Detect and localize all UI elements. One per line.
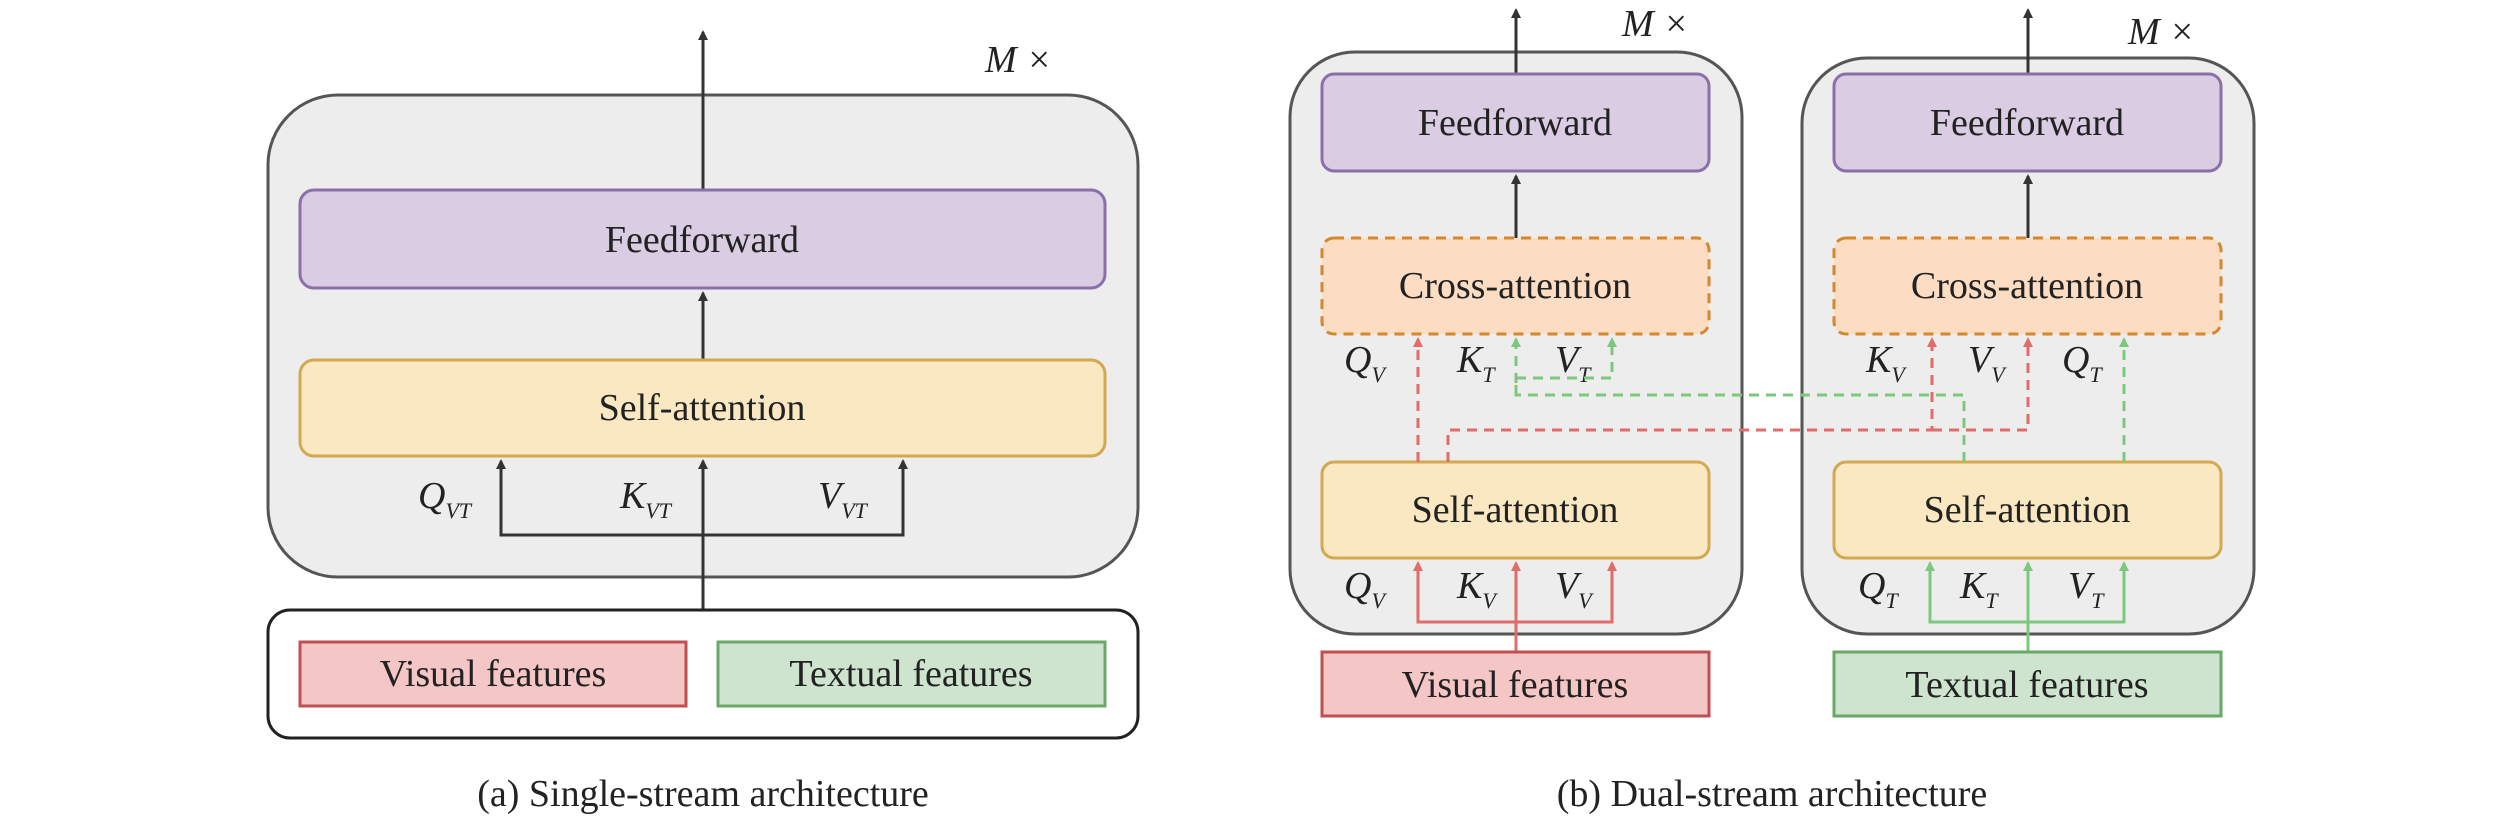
dual-right-cross-v-label: VV [1968,339,2007,387]
dual-visual-features-label: Visual features [1402,664,1629,706]
dual-right-self-q-label: QT [1858,565,1899,613]
dual-text-to-left-v-link [1514,337,1617,395]
single-feedforward-label: Feedforward [605,219,799,261]
dual-left-feedforward-box [1320,72,1711,173]
dual-right-repeat-label: M × [2127,11,2195,53]
dual-left-self-attention-box [1320,460,1711,560]
dual-left-self-attention-label: Self-attention [1412,489,1619,531]
dual-left-cross-q-label: QV [1344,339,1387,387]
dual-left-self-k-label: KV [1456,565,1498,613]
dual-right-cross-attention-label: Cross-attention [1911,265,2143,307]
single-feedforward-box [298,188,1107,290]
dual-left-repeat-label: M × [1621,3,1689,45]
single-stream-panel: M × Feedforward Self-attention QVT KVT V… [266,30,1140,815]
single-visual-features-label: Visual features [380,653,607,695]
dual-right-feedforward-label: Feedforward [1930,102,2124,144]
dual-left-cross-attention-box [1320,236,1711,336]
single-textual-features-box [716,640,1107,708]
dual-visual-to-right-k-link [1446,337,1937,462]
dual-left-self-v-label: VV [1555,565,1594,613]
dual-left-self-q-label: QV [1344,565,1387,613]
dual-right-cross-q-label: QT [2062,339,2103,387]
dual-visual-features-box [1320,650,1711,718]
dual-textual-features-label: Textual features [1905,664,2148,706]
single-self-attention-box [298,358,1107,458]
dual-right-self-attention-label: Self-attention [1924,489,2131,531]
single-k-label: KVT [619,475,673,523]
dual-caption: (b) Dual-stream architecture [1557,773,1987,815]
dual-right-feedforward-box [1832,72,2223,173]
dual-stream-panel: M × Feedforward Cross-attention QV KT VT… [1288,3,2256,815]
single-visual-features-box [298,640,688,708]
dual-left-feedforward-label: Feedforward [1418,102,1612,144]
dual-textual-features-box [1832,650,2223,718]
dual-right-self-attention-box [1832,460,2223,560]
dual-visual-to-right-v-link [1932,337,2033,432]
dual-left-cross-v-label: VT [1555,339,1592,387]
dual-text-to-left-k-link [1511,337,1966,462]
dual-left-cross-attention-label: Cross-attention [1399,265,1631,307]
single-repeat-label: M × [984,39,1052,81]
single-caption: (a) Single-stream architecture [477,773,929,815]
single-self-attention-label: Self-attention [599,387,806,429]
single-textual-features-label: Textual features [789,653,1032,695]
dual-right-self-k-label: KT [1959,565,1999,613]
dual-left-cross-k-label: KT [1456,339,1496,387]
single-q-label: QVT [418,475,473,523]
dual-right-self-v-label: VT [2068,565,2105,613]
single-v-label: VVT [818,475,869,523]
dual-right-cross-attention-box [1832,236,2223,336]
dual-right-cross-k-label: KV [1865,339,1907,387]
